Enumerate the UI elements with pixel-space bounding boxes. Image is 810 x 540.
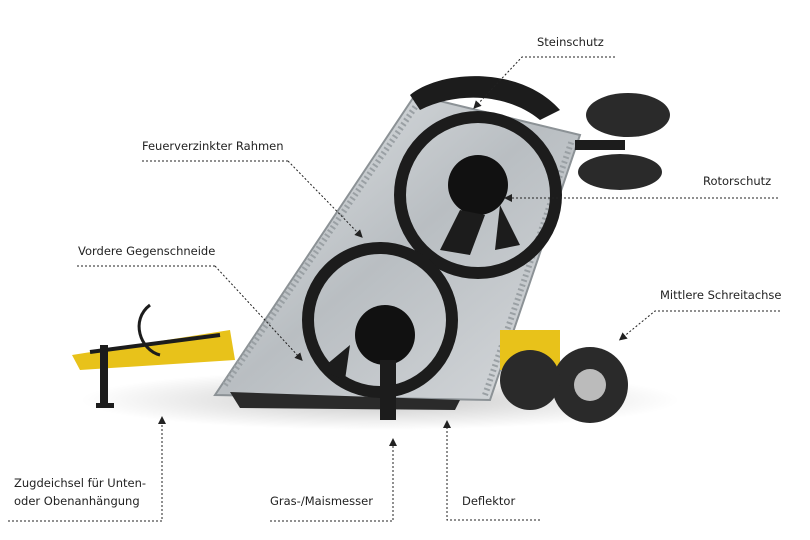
drawbar	[72, 303, 235, 408]
label-zugdeichsel-1: Zugdeichsel für Unten-	[14, 476, 147, 490]
label-zugdeichsel-2: oder Obenanhängung	[14, 494, 140, 508]
leader-lines	[8, 56, 780, 522]
label-rotorschutz: Rotorschutz	[703, 174, 772, 188]
label-steinschutz: Steinschutz	[537, 35, 604, 49]
label-deflektor: Deflektor	[462, 494, 516, 508]
lower-rotor	[302, 242, 458, 420]
top-wheels	[575, 93, 670, 190]
label-schreitachse: Mittlere Schreitachse	[660, 288, 782, 302]
stone-guard	[410, 76, 560, 120]
label-messer: Gras-/Maismesser	[270, 494, 373, 508]
label-rahmen: Feuerverzinkter Rahmen	[142, 139, 284, 153]
label-gegenschneide: Vordere Gegenschneide	[78, 244, 216, 258]
upper-rotor	[394, 111, 562, 279]
middle-axle	[500, 330, 628, 423]
